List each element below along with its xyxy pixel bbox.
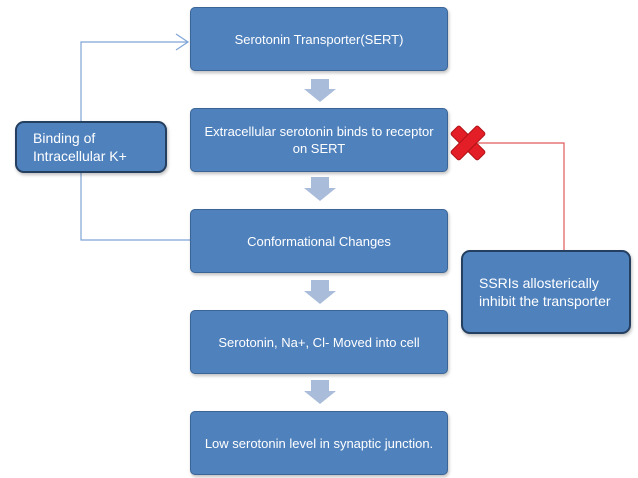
note-potassium: Binding of Intracellular K+: [15, 121, 167, 173]
inhibition-connector: [478, 142, 565, 250]
step-conformational: Conformational Changes: [190, 209, 448, 273]
step-transport-label: Serotonin, Na+, Cl- Moved into cell: [218, 334, 420, 350]
step-outcome-label: Low serotonin level in synaptic junction…: [204, 435, 434, 451]
down-arrow-1: [304, 79, 336, 102]
note-ssri-label: SSRIs allosterically inhibit the transpo…: [479, 275, 611, 309]
step-outcome: Low serotonin level in synaptic junction…: [190, 411, 448, 475]
feedback-arrowhead: [175, 33, 190, 51]
step-binding-label: Extracellular serotonin binds to recepto…: [204, 124, 434, 156]
note-ssri: SSRIs allosterically inhibit the transpo…: [461, 250, 631, 334]
step-binding: Extracellular serotonin binds to recepto…: [190, 108, 448, 172]
down-arrow-3: [304, 280, 336, 304]
step-conformational-label: Conformational Changes: [247, 233, 391, 249]
step-sert-label: Serotonin Transporter(SERT): [234, 31, 404, 47]
inhibit-x-icon: [450, 125, 486, 161]
down-arrow-4: [304, 380, 336, 404]
step-transport: Serotonin, Na+, Cl- Moved into cell: [190, 310, 448, 374]
note-potassium-label: Binding of Intracellular K+: [33, 130, 127, 164]
step-sert: Serotonin Transporter(SERT): [190, 7, 448, 71]
down-arrow-2: [304, 177, 336, 201]
